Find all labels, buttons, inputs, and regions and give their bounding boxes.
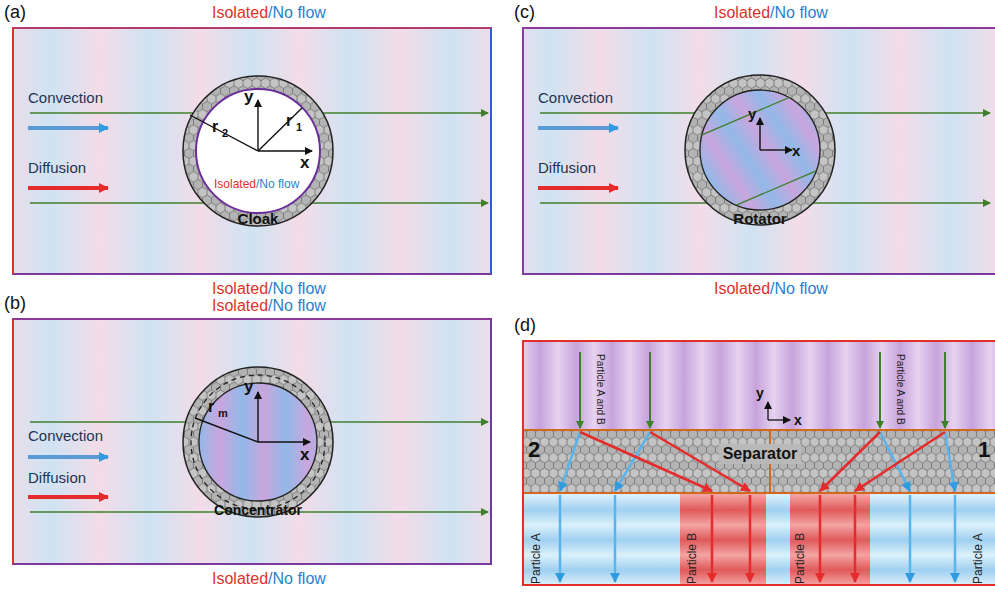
figure-label: y	[244, 88, 253, 107]
panel-frame: (c)Rotator	[522, 27, 995, 275]
device-label-box: Rotator	[729, 209, 790, 228]
figure-label: /No flow	[770, 4, 828, 22]
figure-label: r	[286, 112, 292, 130]
figure-label: /No flow	[268, 4, 326, 22]
figure-label: r	[212, 118, 218, 136]
device-name: Separator	[723, 445, 798, 463]
figure-label: Isolated	[214, 178, 256, 191]
figure-label: Convection	[28, 90, 103, 107]
device-label-box: Concentrator	[210, 501, 306, 519]
device-label-box: Separator	[719, 444, 802, 464]
figure-label: r	[208, 398, 214, 416]
figure-label: 2	[528, 438, 540, 462]
figure-label: /No flow	[256, 178, 299, 191]
figure-label: x	[792, 143, 800, 160]
figure-label: /No flow	[268, 280, 326, 298]
figure-label: Isolated	[714, 280, 770, 298]
figure-label: 1	[296, 121, 302, 133]
figure-label: x	[300, 446, 309, 465]
figure-label: Convection	[538, 90, 613, 107]
figure-label: Convection	[28, 428, 103, 445]
figure-label: 1	[978, 438, 990, 462]
device-name: Concentrator	[214, 502, 302, 518]
figure-label: y	[756, 386, 764, 401]
panel-letter: (c)	[514, 3, 535, 23]
figure-label: /No flow	[268, 297, 326, 315]
device-label-box: Cloak	[234, 209, 283, 228]
figure-label: y	[748, 106, 756, 123]
figure-label: Particle A	[972, 533, 985, 584]
figure-label: Isolated	[212, 297, 268, 315]
panel-letter: (a)	[4, 3, 26, 23]
figure-label: Isolated	[212, 4, 268, 22]
figure-label: /No flow	[268, 570, 326, 588]
figure-label: Isolated	[714, 4, 770, 22]
figure-label: y	[244, 378, 253, 397]
figure-label: Diffusion	[28, 160, 86, 177]
figure-label: m	[218, 407, 228, 419]
panel-letter: (b)	[4, 294, 26, 314]
figure-label: Particle A and B	[595, 354, 606, 425]
figure-label: Particle B	[794, 533, 807, 584]
figure-label: x	[300, 154, 309, 173]
figure-label: 2	[222, 127, 228, 139]
device-name: Rotator	[733, 210, 786, 227]
panel-letter: (d)	[514, 316, 536, 336]
figure-label: Isolated	[212, 280, 268, 298]
figure-label: x	[794, 413, 802, 428]
device-name: Cloak	[238, 210, 279, 227]
figure-label: Isolated	[212, 570, 268, 588]
figure-label: /No flow	[770, 280, 828, 298]
figure-label: Particle A and B	[895, 354, 906, 425]
panel-frame: (d)Separator	[522, 340, 995, 586]
figure-label: Particle B	[686, 533, 699, 584]
figure-label: Particle A	[530, 533, 543, 584]
panel-frame: (a)Cloak	[12, 27, 492, 275]
figure-label: Diffusion	[538, 160, 596, 177]
figure-label: Diffusion	[28, 470, 86, 487]
